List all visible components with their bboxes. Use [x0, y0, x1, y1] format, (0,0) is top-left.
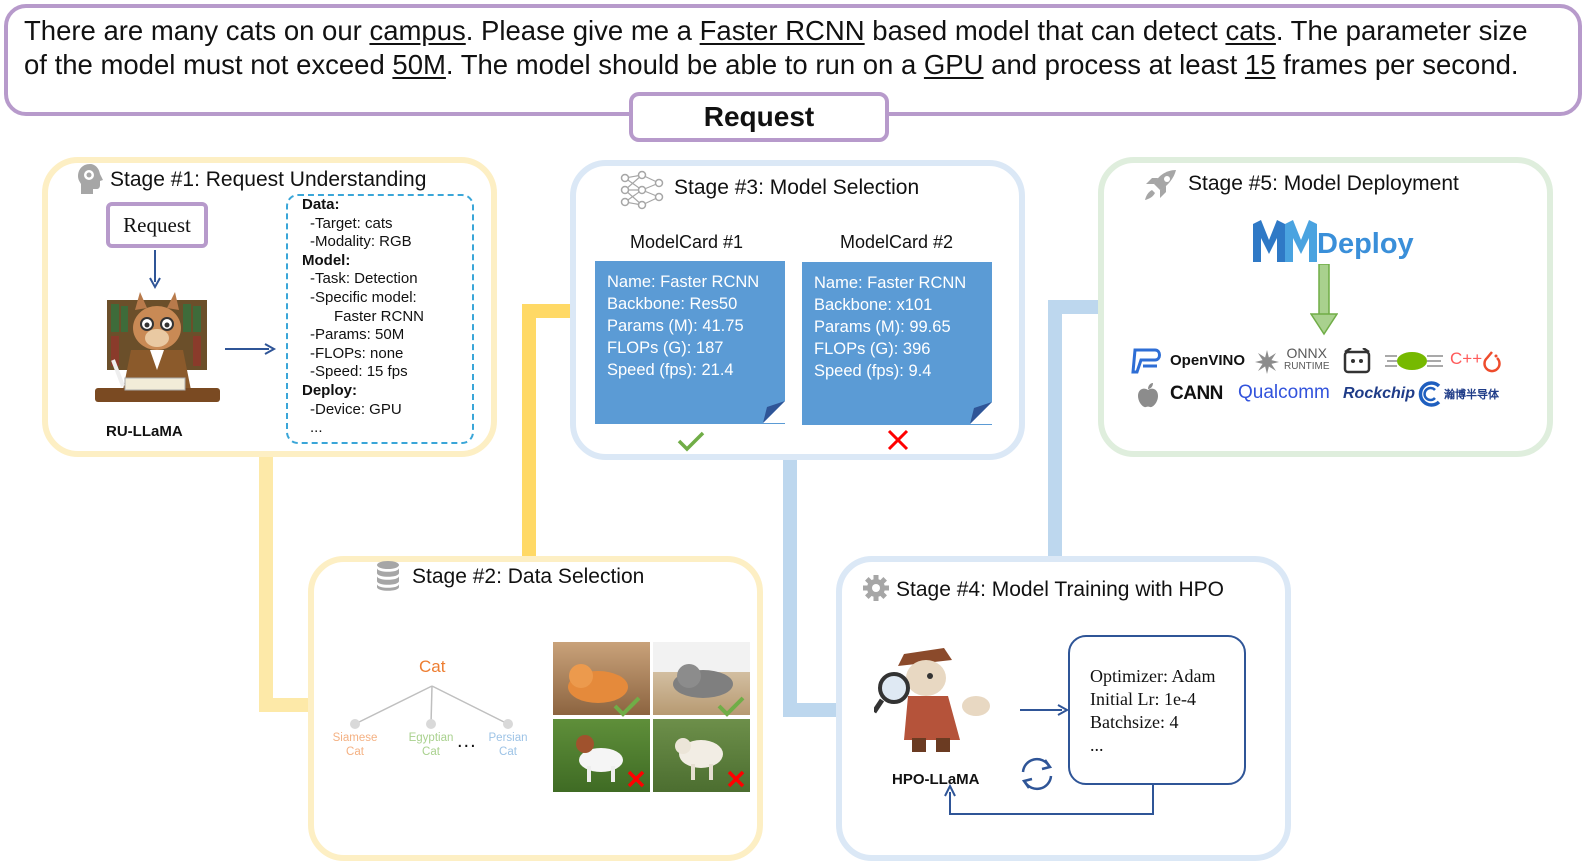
request-tab: Request: [629, 92, 889, 142]
request-node: Request: [106, 202, 208, 248]
neural-network-icon: [620, 170, 664, 210]
request-text: There are many cats on our campus. Pleas…: [24, 14, 1569, 82]
feedback-arrow: [944, 783, 1154, 815]
connector-stage4-stage5: [1048, 300, 1108, 565]
ru-llama-illustration: [95, 292, 220, 402]
cat-taxonomy-tree: [350, 685, 513, 729]
connector-stage3-stage4: [783, 455, 848, 717]
down-arrow-icon: [149, 250, 161, 290]
stage1-title: Stage #1: Request Understanding: [110, 168, 427, 191]
down-arrow-green-icon: [1310, 264, 1338, 336]
pytorch-logo-icon: [1483, 351, 1501, 373]
mmdeploy-logo-icon: [1253, 220, 1317, 262]
parsed-spec-box: [286, 194, 474, 444]
cat-image-2: [653, 642, 750, 717]
gear-icon: [863, 575, 889, 601]
vastai-logo-icon: [1418, 381, 1441, 407]
rocket-icon: [1145, 170, 1176, 200]
sheep-image: [653, 719, 750, 792]
apple-logo-icon: [1138, 383, 1158, 408]
connector-stage1-stage2: [259, 440, 320, 712]
spec-line: -Target: cats: [310, 214, 393, 232]
stage5-title: Stage #5: Model Deployment: [1188, 172, 1459, 195]
stage4-title: Stage #4: Model Training with HPO: [896, 578, 1225, 601]
spec-line: -Device: GPU: [310, 400, 402, 418]
qualcomm-logo: Qualcomm: [1238, 382, 1330, 403]
refresh-loop-icon: [1021, 757, 1053, 791]
openvino-logo: OpenVINO: [1170, 352, 1246, 369]
cann-logo: CANN: [1170, 383, 1223, 404]
vastai-logo: 瀚博半导体: [1444, 388, 1499, 401]
spec-line: -Modality: RGB: [310, 233, 412, 251]
check-icon: [677, 431, 705, 452]
modelcard-2-fold: [970, 402, 992, 424]
hpo-config-box: Optimizer: Adam Initial Lr: 1e-4 Batchsi…: [1068, 635, 1246, 785]
modelcard-1-fold: [763, 401, 785, 423]
spec-line: -Params: 50M: [310, 326, 405, 344]
tensorrt-logo-icon: [1385, 352, 1443, 370]
hpo-llama-illustration: [874, 648, 990, 752]
spec-line: Faster RCNN: [334, 307, 425, 325]
hpo-llama-label: HPO-LLaMA: [892, 771, 980, 788]
spec-line: Model:: [302, 251, 351, 269]
modelcard-1: Name: Faster RCNN Backbone: Res50 Params…: [595, 261, 785, 424]
right-arrow-icon-2: [1020, 704, 1070, 716]
right-arrow-icon: [225, 343, 277, 355]
stage2-title: Stage #2: Data Selection: [412, 565, 645, 588]
paddle-logo-icon: [1131, 348, 1161, 374]
cross-icon: [887, 429, 909, 451]
modelcard-2-title: ModelCard #2: [840, 232, 954, 252]
mmdeploy-label: Deploy: [1317, 228, 1414, 260]
spec-line: Deploy:: [302, 382, 358, 399]
spec-line: -FLOPs: none: [310, 344, 404, 362]
ru-llama-label: RU-LLaMA: [106, 423, 183, 440]
spec-line: Data:: [302, 196, 340, 213]
onnx-runtime-logo: ONNX RUNTIME: [1284, 345, 1330, 372]
cpp-logo: C++: [1450, 349, 1483, 368]
ncnn-logo-icon: [1343, 348, 1371, 374]
tree-ellipsis: ...: [457, 730, 477, 752]
dog-image: [553, 719, 650, 792]
cat-image-1: [553, 642, 650, 717]
sample-images-grid: [553, 642, 750, 792]
spec-line: ...: [310, 419, 323, 437]
spec-line: -Task: Detection: [310, 270, 418, 288]
database-icon: [377, 561, 399, 591]
tree-root-cat: Cat: [419, 657, 446, 676]
spec-line: -Specific model:: [310, 289, 417, 306]
modelcard-1-title: ModelCard #1: [630, 232, 744, 252]
request-line-2: of the model must not exceed 50M. The mo…: [24, 49, 1519, 80]
head-gear-icon: [78, 164, 103, 194]
connector-stage2-stage3: [522, 304, 580, 565]
onnx-logo-icon: [1255, 350, 1279, 374]
rockchip-logo: Rockchip: [1343, 385, 1416, 402]
request-line-1: There are many cats on our campus. Pleas…: [24, 15, 1528, 46]
modelcard-2: Name: Faster RCNN Backbone: x101 Params …: [802, 262, 992, 425]
stage3-title: Stage #3: Model Selection: [674, 176, 920, 199]
spec-line: -Speed: 15 fps: [310, 363, 408, 381]
